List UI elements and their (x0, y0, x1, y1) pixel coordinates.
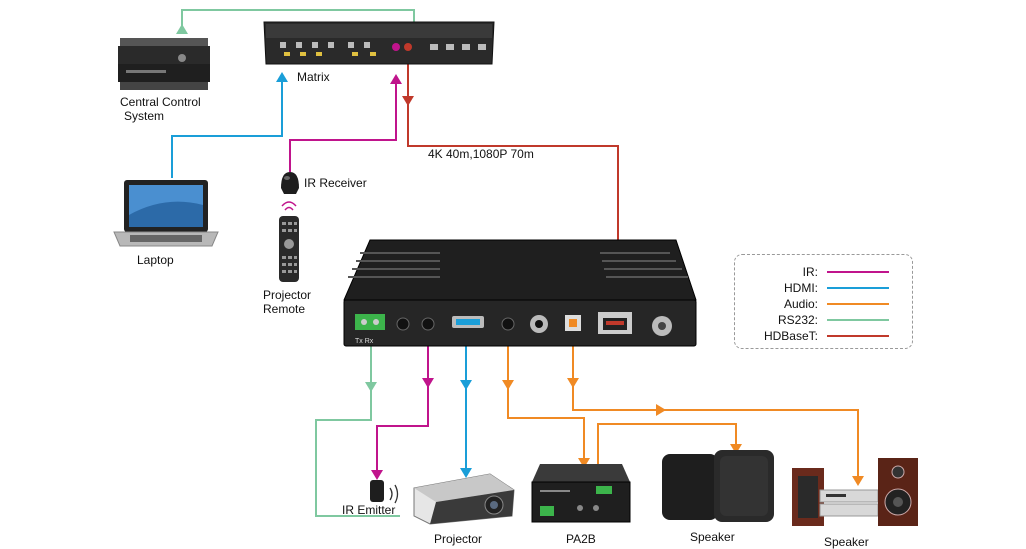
ir-arrow-mid (422, 378, 434, 388)
pa2b-label: PA2B (566, 532, 596, 546)
pa2b-device (531, 464, 631, 523)
audio-cable-analog (507, 330, 585, 464)
hdmi-arrow-matrix (276, 72, 288, 82)
legend-swatch (827, 271, 889, 273)
rs232-arrow-bottom (365, 382, 377, 392)
legend-item-audio: Audio: (735, 297, 912, 311)
legend-label: HDMI: (784, 281, 818, 295)
projector-label: Projector (434, 532, 482, 546)
legend-swatch (827, 335, 889, 337)
legend-item-ir: IR: (735, 265, 912, 279)
legend-label: Audio: (783, 297, 818, 311)
legend-item-hdmi: HDMI: (735, 281, 912, 295)
ir-cable-emitter (376, 330, 429, 474)
audio-arrow-speaker (730, 444, 742, 454)
speaker-pair-1 (662, 450, 774, 522)
central-control-device (118, 38, 210, 90)
legend-item-hdbaset: HDBaseT: (735, 329, 912, 343)
distance-label: 4K 40m,1080P 70m (428, 147, 534, 161)
legend-swatch (827, 303, 889, 305)
laptop-label: Laptop (137, 253, 174, 267)
projector-device (413, 473, 515, 525)
legend: IR: HDMI: Audio: RS232: HDBaseT: (734, 254, 913, 349)
ir-emitter-device (370, 480, 399, 504)
tx-rx-label: Tx Rx (355, 338, 374, 345)
rs232-arrow-top (176, 24, 188, 34)
projector-remote-label-2: Remote (263, 302, 305, 316)
audio-arrow-o2 (656, 404, 666, 416)
audio-arrow-o3 (852, 476, 864, 486)
matrix-label: Matrix (297, 70, 330, 84)
audio-arrow-o1 (567, 378, 579, 388)
central-control-label-2: System (124, 109, 164, 123)
speaker1-label: Speaker (690, 530, 735, 544)
audio-arrow-a1 (502, 380, 514, 390)
central-control-label: Central Control (120, 95, 201, 109)
legend-label: IR: (802, 265, 818, 279)
hdmi-cable-laptop (171, 80, 283, 178)
legend-label: HDBaseT: (763, 329, 818, 343)
hdbaset-arrow-matrix (402, 96, 414, 106)
projector-remote-label: Projector (263, 288, 311, 302)
ir-receiver-label: IR Receiver (304, 176, 367, 190)
audio-cable-pa2b (597, 423, 737, 464)
hdmi-arrow-mid (460, 380, 472, 390)
ir-arrow-matrix (390, 74, 402, 84)
hdmi-arrow-projector (460, 468, 472, 478)
rs232-cable-bottom (315, 340, 400, 517)
legend-item-rs232: RS232: (735, 313, 912, 327)
audio-cable-optical (572, 330, 859, 482)
laptop-device (113, 180, 219, 247)
matrix-device (263, 21, 495, 65)
speaker-hifi-set (792, 458, 918, 526)
legend-label: RS232: (777, 313, 818, 327)
legend-swatch (827, 287, 889, 289)
ir-receiver-device (281, 172, 299, 194)
hdbaset-receiver-device (343, 239, 697, 347)
legend-swatch (827, 319, 889, 321)
ir-arrow-emitter (371, 470, 383, 480)
audio-arrow-a2 (578, 458, 590, 468)
projector-remote-device (279, 201, 299, 282)
ir-cable-receiver (289, 80, 397, 172)
ir-emitter-label: IR Emitter (342, 503, 395, 517)
speaker2-label: Speaker (824, 535, 869, 549)
